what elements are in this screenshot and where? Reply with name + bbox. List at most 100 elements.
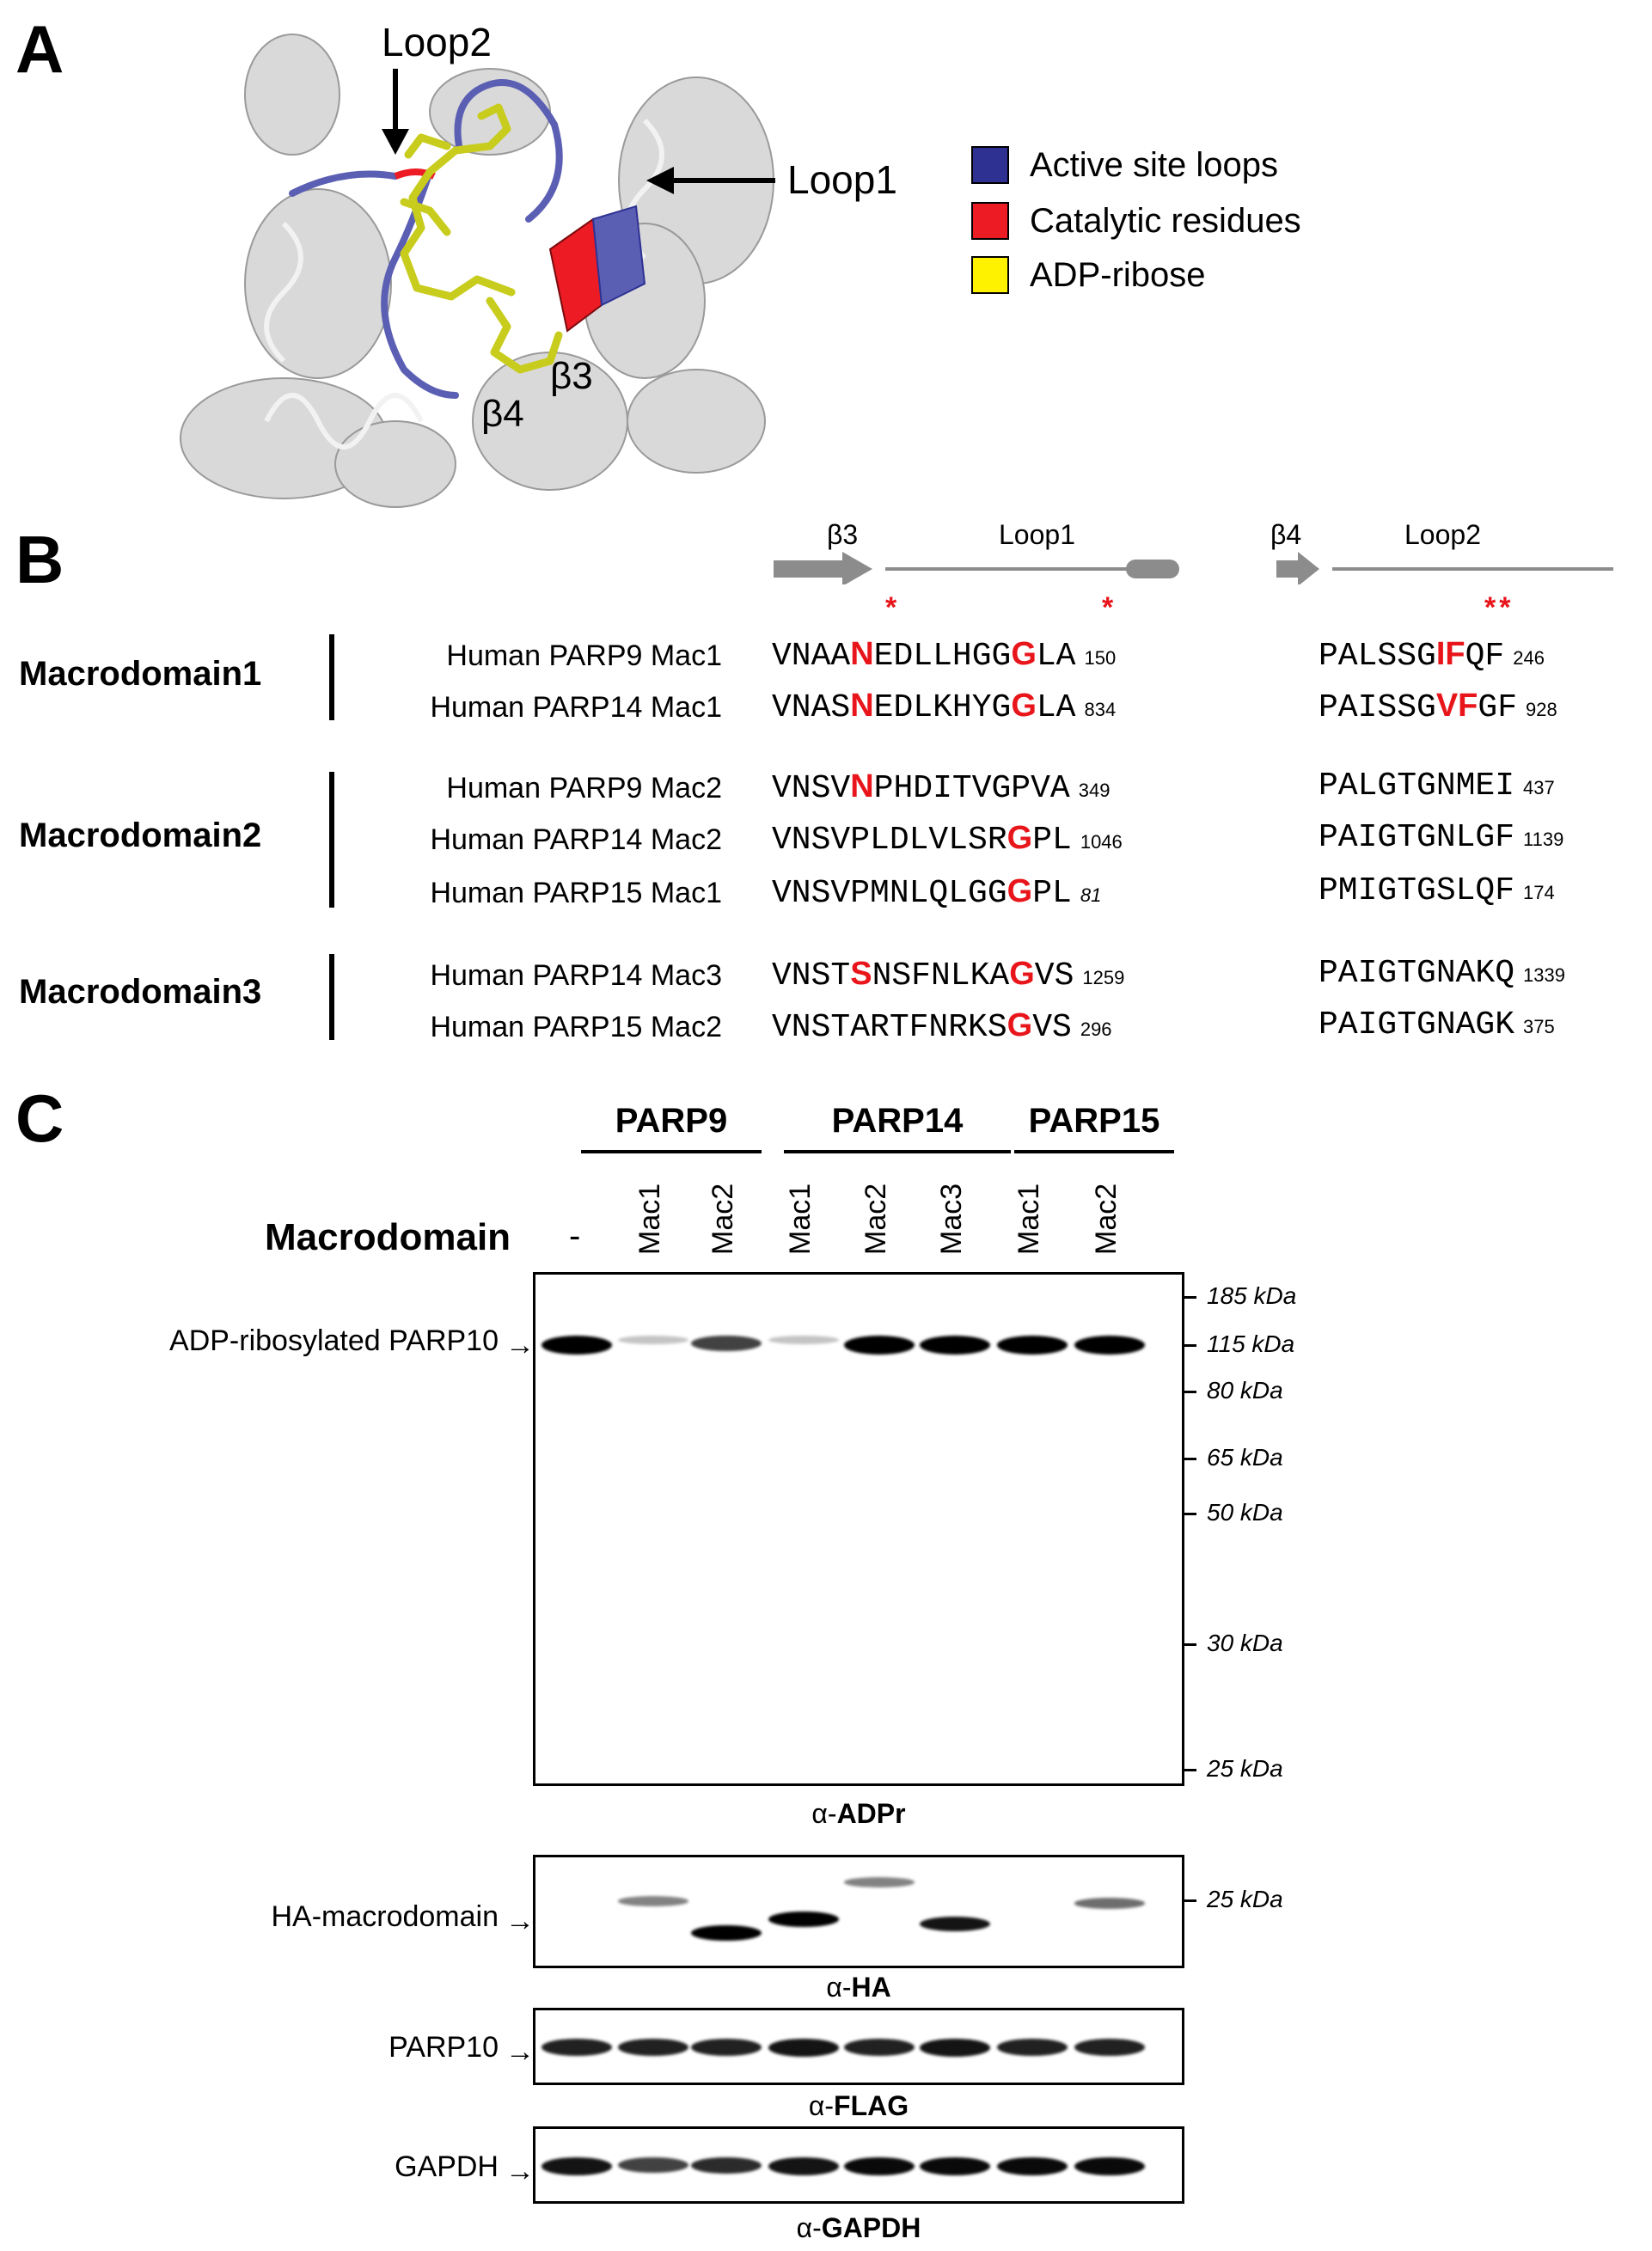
row-arrow-icon: →: [505, 1329, 535, 1361]
loop1-blue: [454, 79, 558, 154]
lane-label: Mac2: [1090, 1183, 1123, 1255]
band: [1074, 1336, 1145, 1355]
legend-label: Active site loops: [1030, 146, 1279, 184]
sequence-segment: PMIGTGSLQF 174: [1319, 875, 1555, 908]
highlighted-residue: N: [850, 688, 874, 724]
legend-item-adp-ribose: ADP-ribose: [971, 256, 1206, 294]
residue-run: PAIGTGNAGK: [1319, 1006, 1515, 1043]
band: [691, 2157, 762, 2175]
band: [618, 1896, 688, 1906]
lane-label: Mac2: [707, 1183, 739, 1255]
adp-ribose-sticks: [400, 103, 563, 374]
lane-label-control: -: [569, 1217, 581, 1255]
residue-run: VNST: [772, 957, 851, 994]
marker-tick: [1184, 1458, 1196, 1460]
antibody-label-adpr: α-ADPr: [811, 1798, 906, 1829]
beta4-arrow-icon: [1276, 552, 1319, 584]
marker-label: 185 kDa: [1207, 1282, 1297, 1309]
helix-top-left: [244, 34, 340, 156]
band: [768, 2157, 839, 2175]
loop2-label: Loop2: [382, 20, 492, 64]
band: [920, 1917, 990, 1931]
residue-run: VS: [1032, 1009, 1072, 1046]
blot-gapdh: [533, 2126, 1184, 2204]
conserved-star: *: [885, 591, 897, 624]
group-head-parp14: PARP14: [831, 1102, 964, 1140]
residue-run: GF: [1478, 689, 1517, 726]
residue-number: 437: [1523, 777, 1555, 798]
residue-number: 1339: [1523, 964, 1565, 986]
lane-label: Mac2: [860, 1183, 892, 1255]
row-label-flag: PARP10: [389, 2031, 499, 2064]
group-underline: [1014, 1150, 1174, 1153]
panel-c-letter: C: [15, 1080, 64, 1156]
group-head-parp9: PARP9: [615, 1102, 728, 1140]
band: [691, 1336, 762, 1352]
band: [997, 2039, 1068, 2057]
residue-run: PAIGTGNAKQ: [1319, 955, 1515, 992]
row-label-ha: HA-macrodomain: [271, 1900, 499, 1933]
marker-tick: [1184, 1391, 1196, 1393]
sequence-name: Human PARP14 Mac2: [430, 823, 722, 856]
row-arrow-icon: →: [505, 2155, 535, 2187]
band: [920, 2157, 990, 2176]
band: [1074, 2157, 1145, 2176]
topology-loop1: Loop1: [999, 519, 1075, 550]
loop1-helix-icon: [1126, 560, 1179, 578]
topology-diagram: [774, 552, 1613, 584]
group-label-macrodomain1: Macrodomain1: [19, 655, 262, 693]
beta3-label: β3: [550, 355, 593, 397]
highlighted-residue: G: [1006, 1007, 1033, 1043]
panel-b-letter: B: [15, 522, 64, 597]
band: [541, 2157, 612, 2175]
conserved-star: **: [1484, 591, 1514, 624]
residue-run: PHDITVGPVA: [873, 770, 1070, 807]
sequence-name: Human PARP14 Mac3: [430, 959, 722, 992]
group-bracket: [329, 634, 334, 720]
group-label-macrodomain2: Macrodomain2: [19, 817, 262, 854]
group-head-parp15: PARP15: [1028, 1102, 1160, 1140]
helix-left: [244, 188, 392, 379]
band: [541, 1336, 612, 1355]
band: [768, 2039, 839, 2057]
residue-run: PAISSG: [1319, 689, 1436, 726]
antibody-label-gapdh: α-GAPDH: [796, 2212, 921, 2243]
residue-number: 928: [1526, 699, 1557, 720]
residue-number: 375: [1523, 1016, 1555, 1037]
row-arrow-icon: →: [505, 1905, 535, 1937]
marker-label-ha: 25 kDa: [1207, 1886, 1283, 1912]
residue-number: 349: [1078, 780, 1111, 801]
highlighted-residue: G: [1011, 636, 1037, 672]
sequence-segment: PAIGTGNAKQ 1339: [1319, 957, 1565, 990]
blot-ha: [533, 1855, 1184, 1968]
topology-beta3: β3: [827, 519, 859, 550]
band: [541, 2039, 612, 2057]
sequence-name: Human PARP14 Mac1: [430, 691, 722, 724]
row-label-gapdh: GAPDH: [395, 2150, 499, 2183]
sequence-segment: PALGTGNMEI 437: [1319, 770, 1555, 803]
legend-swatch: [971, 256, 1009, 294]
residue-number: 174: [1523, 882, 1555, 903]
band: [844, 1336, 915, 1355]
antibody-label-flag: α-FLAG: [808, 2090, 909, 2121]
sequence-name: Human PARP15 Mac1: [430, 877, 722, 909]
residue-run: VNSV: [772, 770, 851, 807]
marker-label: 80 kDa: [1207, 1377, 1283, 1404]
sequence-name: Human PARP9 Mac1: [446, 639, 722, 672]
lane-label: Mac3: [935, 1183, 968, 1255]
residue-run: PALGTGNMEI: [1319, 768, 1515, 804]
marker-tick: [1184, 1769, 1196, 1771]
group-underline: [581, 1150, 762, 1153]
residue-run: PMIGTGSLQF: [1319, 872, 1515, 909]
legend-item-active-site-loops: Active site loops: [971, 146, 1278, 184]
marker-label: 30 kDa: [1207, 1630, 1283, 1656]
antibody-label-ha: α-HA: [826, 1972, 891, 2003]
band: [618, 2039, 688, 2057]
band: [844, 2039, 915, 2057]
residue-number: 81: [1080, 884, 1102, 906]
residue-run: VNAA: [772, 638, 851, 675]
band: [768, 1912, 839, 1927]
